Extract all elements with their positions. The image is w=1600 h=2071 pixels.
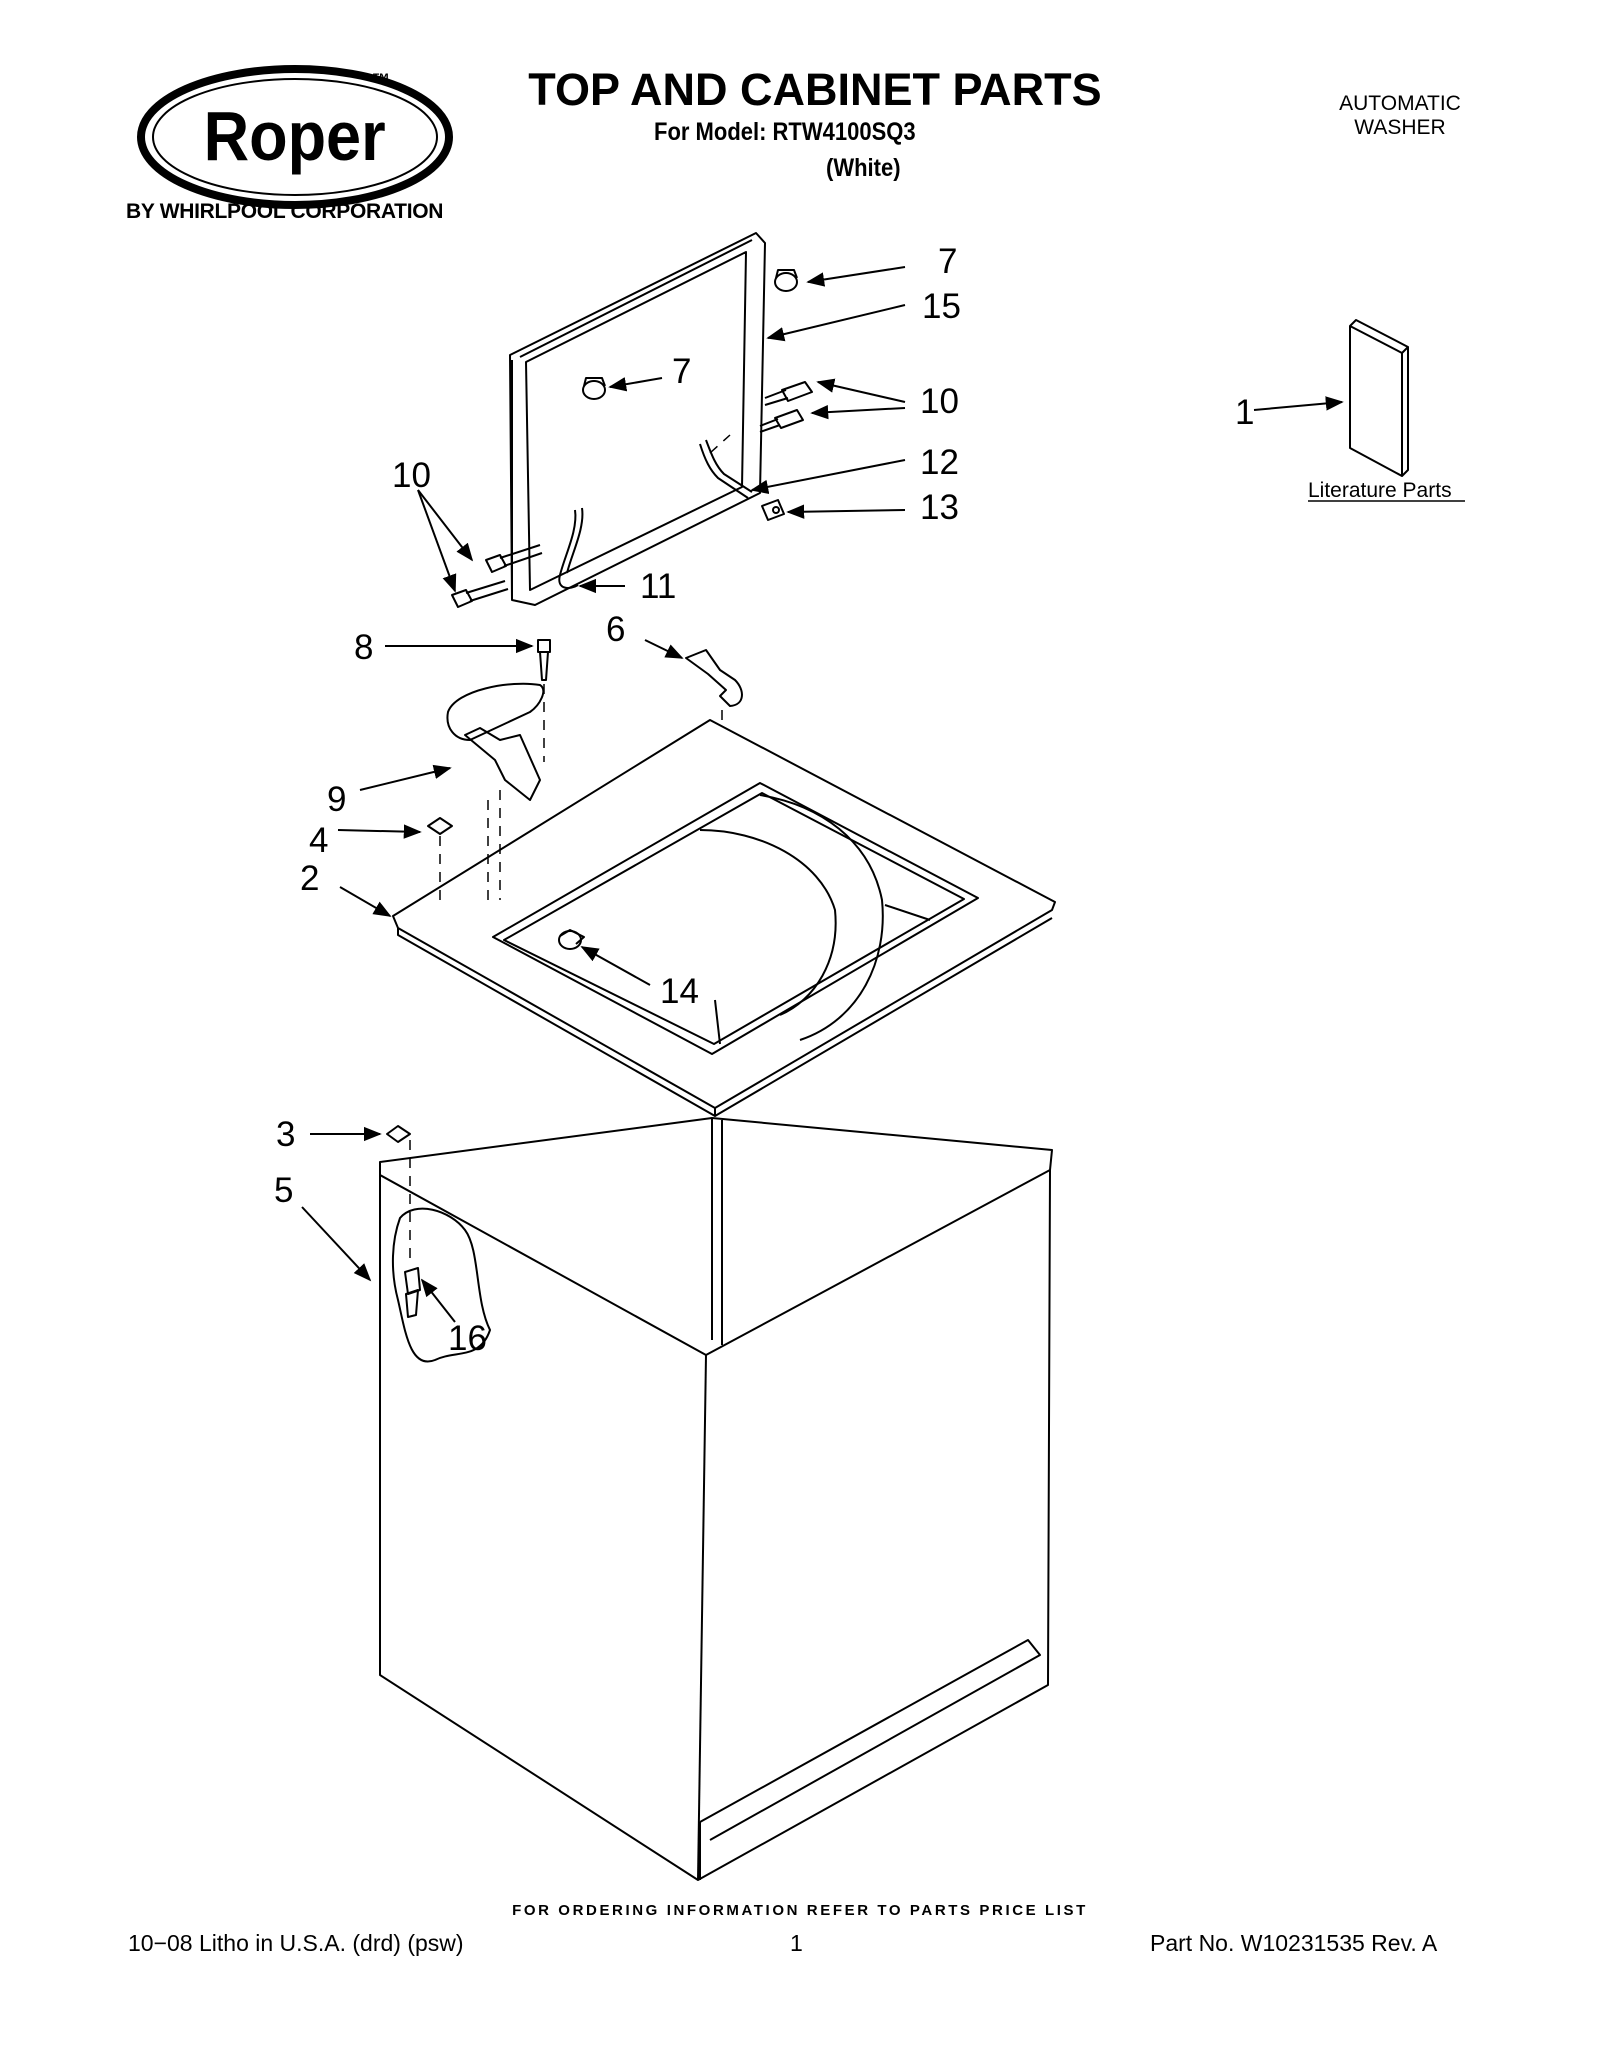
lid-hinge-left (558, 507, 584, 589)
hinge-clip (761, 499, 785, 521)
lid-bumper-upper (774, 269, 798, 292)
product-type-line-2: WASHER (1354, 116, 1446, 139)
leader-10b-2 (417, 489, 457, 593)
callout-14: 14 (660, 972, 699, 1011)
callout-9: 9 (327, 780, 346, 819)
callout-8: 8 (354, 628, 373, 667)
leader-16 (420, 1278, 456, 1323)
roper-logo: Roper (137, 65, 453, 209)
corporation-name: BY WHIRLPOOL CORPORATION (126, 200, 444, 223)
callout-3: 3 (276, 1115, 295, 1154)
leader-7b (608, 377, 663, 392)
leader-12 (750, 459, 906, 494)
model-color: (White) (826, 154, 901, 182)
leader-9 (359, 764, 452, 791)
leader-4 (337, 824, 422, 839)
callout-1: 1 (1235, 393, 1254, 432)
ordering-note: FOR ORDERING INFORMATION REFER TO PARTS … (512, 1902, 1088, 1919)
leader-10b-1 (417, 489, 474, 562)
callout-15: 15 (922, 287, 961, 326)
callout-10b: 10 (392, 456, 431, 495)
page-title: TOP AND CABINET PARTS (528, 64, 1102, 115)
leader-1 (1253, 396, 1344, 411)
callout-16: 16 (448, 1319, 487, 1358)
leader-15 (766, 304, 906, 342)
switch-screw (537, 639, 551, 681)
cabinet-cutaway (391, 1207, 491, 1363)
water-inlet-nozzle (558, 929, 585, 950)
callout-10a: 10 (920, 382, 959, 421)
lid-switch (446, 682, 545, 801)
part-number: Part No. W10231535 Rev. A (1150, 1930, 1438, 1956)
product-type-line-1: AUTOMATIC (1339, 92, 1461, 115)
callout-6: 6 (606, 610, 625, 649)
callout-7a: 7 (938, 242, 957, 281)
clip-part-4 (427, 817, 453, 835)
screw-pair-left (451, 544, 543, 608)
leader-14 (580, 946, 651, 986)
literature-parts-label: Literature Parts (1308, 479, 1452, 502)
callout-7b: 7 (672, 352, 691, 391)
leader-6 (644, 639, 684, 659)
trademark-symbol: ™ (372, 70, 390, 90)
literature-booklet (1349, 319, 1409, 477)
brand-wordmark: Roper (204, 98, 386, 176)
litho-info: 10−08 Litho in U.S.A. (drd) (psw) (128, 1930, 464, 1956)
callout-5: 5 (274, 1171, 293, 1210)
leader-13 (786, 504, 906, 519)
leader-10a-1 (816, 378, 906, 403)
leader-5 (301, 1206, 372, 1282)
callout-12: 12 (920, 443, 959, 482)
lid-bumper-left (582, 377, 606, 400)
leader-7a (806, 266, 906, 287)
page-number: 1 (790, 1930, 803, 1956)
lid-frame (509, 232, 766, 606)
callout-4: 4 (309, 821, 328, 860)
callout-11: 11 (640, 567, 676, 606)
callout-13: 13 (920, 488, 959, 527)
switch-bracket (685, 649, 743, 707)
lid-hinge (699, 439, 753, 499)
leader-10a-2 (810, 404, 906, 420)
leader-2 (339, 886, 392, 917)
cabinet (379, 1117, 1053, 1881)
model-number: For Model: RTW4100SQ3 (654, 118, 916, 146)
screw-pair-right (759, 381, 813, 433)
callout-2: 2 (300, 859, 319, 898)
cabinet-clip (386, 1125, 411, 1143)
top-panel (392, 719, 1056, 1117)
